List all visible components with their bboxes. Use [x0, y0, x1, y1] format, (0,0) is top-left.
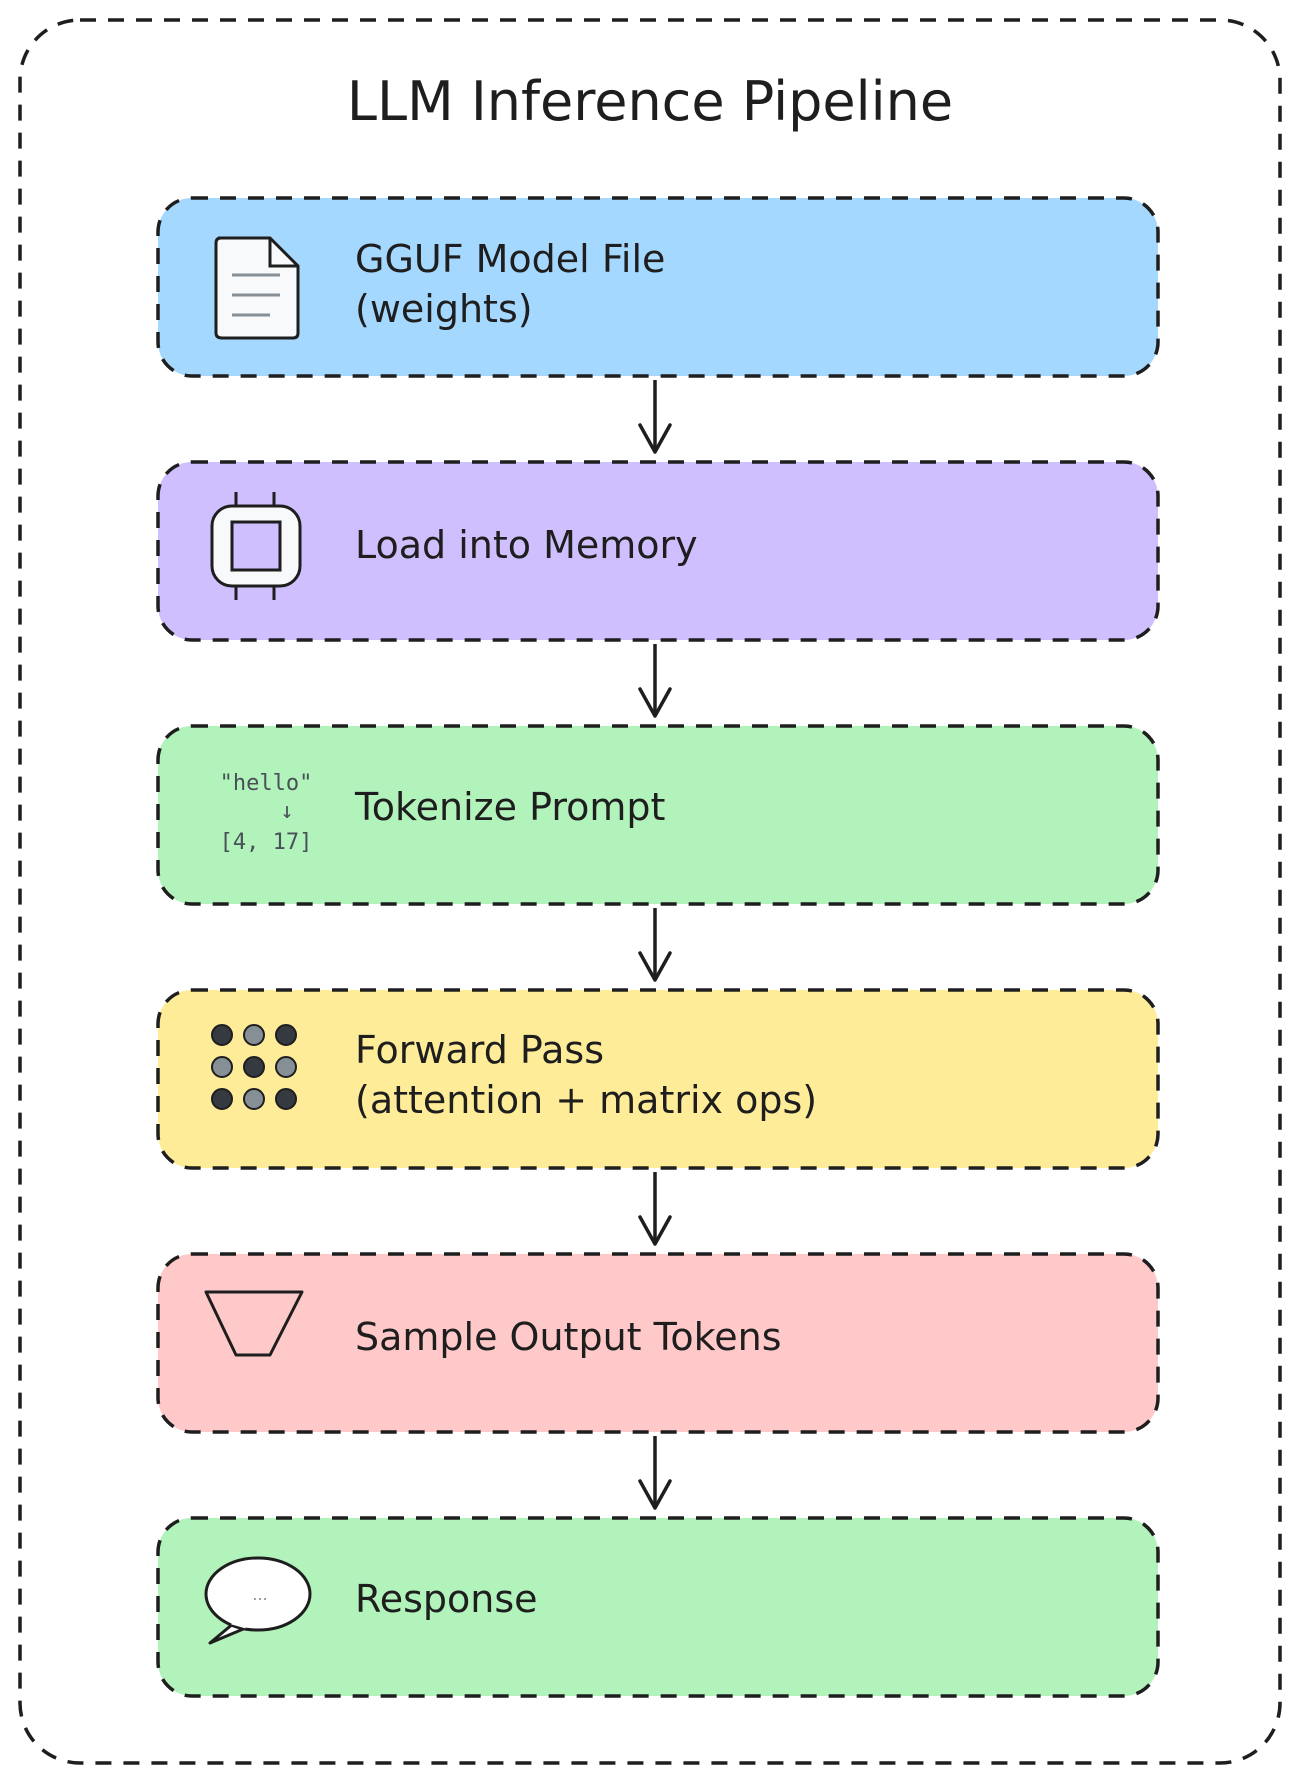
- step-box: [156, 196, 1160, 378]
- arrow-down: [638, 644, 672, 718]
- diagram-title: LLM Inference Pipeline: [347, 70, 953, 133]
- document-icon: [214, 236, 300, 340]
- step-box: [156, 1516, 1160, 1698]
- outer-frame: [18, 18, 1282, 1765]
- arrow-down: [638, 908, 672, 982]
- step-label-line1: GGUF Model File: [355, 237, 665, 281]
- memory-chip-icon: [210, 492, 302, 600]
- arrow-down: [638, 380, 672, 454]
- step-model-file: GGUF Model File (weights): [156, 196, 1160, 378]
- step-forward-pass: Forward Pass (attention + matrix ops): [156, 988, 1160, 1170]
- step-label-line1: Load into Memory: [355, 523, 698, 567]
- token-input-text: "hello": [220, 771, 313, 796]
- step-label-line1: Sample Output Tokens: [355, 1315, 782, 1359]
- step-tokenize: "hello" ↓ [4, 17] Tokenize Prompt: [156, 724, 1160, 906]
- token-example-icon: "hello" ↓ [4, 17]: [220, 771, 313, 855]
- step-box: [156, 988, 1160, 1170]
- token-arrow-glyph: ↓: [280, 799, 293, 824]
- speech-bubble-icon: ...: [204, 1556, 312, 1645]
- step-sample: Sample Output Tokens: [156, 1252, 1160, 1434]
- neuron-grid-icon: [211, 1024, 297, 1110]
- token-output-text: [4, 17]: [220, 830, 313, 855]
- step-box: [156, 460, 1160, 642]
- step-load-memory: Load into Memory: [156, 460, 1160, 642]
- step-box: [156, 724, 1160, 906]
- step-label-line1: Forward Pass: [355, 1028, 604, 1072]
- bubble-dots: ...: [252, 1585, 267, 1604]
- arrow-down: [638, 1436, 672, 1510]
- step-label-line2: (attention + matrix ops): [355, 1078, 817, 1122]
- step-label-line1: Response: [355, 1577, 538, 1621]
- step-response: ... Response: [156, 1516, 1160, 1698]
- step-label-line2: (weights): [355, 287, 533, 331]
- arrow-down: [638, 1172, 672, 1246]
- step-box: [156, 1252, 1160, 1434]
- funnel-icon: [204, 1290, 304, 1357]
- step-label-line1: Tokenize Prompt: [354, 785, 665, 829]
